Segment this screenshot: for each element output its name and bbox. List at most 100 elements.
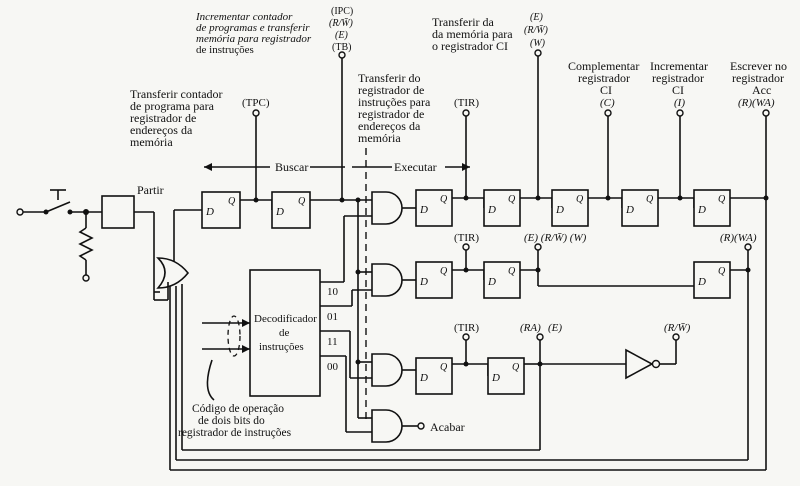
svg-text:memória: memória	[130, 135, 173, 149]
ff-row1-c: D Q	[551, 189, 589, 227]
svg-text:memória para registrador: memória para registrador	[196, 33, 312, 45]
start-switch	[16, 189, 102, 216]
svg-text:Q: Q	[228, 196, 236, 207]
svg-text:Decodificador: Decodificador	[254, 313, 317, 325]
svg-text:11: 11	[327, 336, 338, 348]
svg-text:D: D	[697, 276, 706, 288]
svg-text:endereços da: endereços da	[358, 119, 421, 133]
svg-text:registrador de: registrador de	[358, 83, 424, 97]
ff-row1-d: D Q	[621, 189, 659, 227]
svg-text:D: D	[275, 206, 284, 218]
svg-text:01: 01	[327, 311, 338, 323]
svg-text:D: D	[697, 204, 706, 216]
signal-tir-row3: (TIR)	[454, 322, 479, 334]
svg-text:(E): (E)	[548, 322, 562, 334]
svg-text:D: D	[419, 204, 428, 216]
svg-text:Complementar: Complementar	[568, 59, 639, 73]
svg-text:Acc: Acc	[752, 83, 771, 97]
svg-text:D: D	[487, 276, 496, 288]
svg-text:Transferir contador: Transferir contador	[130, 87, 223, 101]
mem-ci-description: Transferir da da memória para o registra…	[432, 15, 513, 53]
instruction-decoder	[249, 269, 321, 397]
svg-text:Q: Q	[440, 194, 448, 205]
svg-text:Incrementar: Incrementar	[650, 59, 708, 73]
executar-label: Executar	[394, 160, 437, 174]
svg-text:registrador: registrador	[652, 71, 704, 85]
ff-row3-a: D Q	[415, 357, 453, 395]
ff-row1-a: D Q	[415, 189, 453, 227]
svg-text:Transferir do: Transferir do	[358, 71, 421, 85]
svg-text:Q: Q	[440, 362, 448, 373]
svg-text:D: D	[205, 206, 214, 218]
signal-tpc: (TPC)	[242, 97, 270, 109]
inverter	[625, 348, 654, 380]
svg-text:Q: Q	[576, 194, 584, 205]
svg-text:memória: memória	[358, 131, 401, 145]
tir-description: Transferir do registrador de instruções …	[358, 71, 431, 145]
and-gate-11	[371, 353, 403, 387]
svg-text:de programa para: de programa para	[130, 99, 215, 113]
svg-text:registrador de instruções: registrador de instruções	[178, 427, 292, 439]
svg-text:(E): (E)	[530, 12, 543, 23]
debounce-block	[101, 195, 135, 229]
svg-text:CI: CI	[600, 83, 612, 97]
svg-text:D: D	[419, 372, 428, 384]
svg-text:registrador de: registrador de	[130, 111, 196, 125]
svg-text:(R/W̄): (R/W̄)	[329, 17, 354, 29]
signal-r-wa-top: (R)(WA)	[738, 97, 775, 109]
svg-text:de instruções: de instruções	[196, 44, 254, 56]
signal-tb: (TB)	[332, 42, 351, 53]
and-gate-00	[371, 409, 403, 443]
ff-row1-b: D Q	[483, 189, 521, 227]
signal-ipc: (IPC)	[331, 6, 353, 17]
ff-1: D Q	[201, 191, 241, 229]
svg-text:10: 10	[327, 286, 339, 298]
svg-text:instruções para: instruções para	[358, 95, 431, 109]
svg-text:CI: CI	[672, 83, 684, 97]
tpc-description: Transferir contador de programa para reg…	[130, 87, 223, 149]
acc-description: Escrever no registrador Acc	[730, 59, 787, 97]
ff-row1-e: D Q	[693, 189, 731, 227]
svg-text:de dois bits do: de dois bits do	[198, 415, 265, 427]
signal-i: (I)	[674, 97, 685, 109]
svg-text:D: D	[625, 204, 634, 216]
ff-row2-c: D Q	[693, 261, 731, 299]
svg-text:registrador: registrador	[578, 71, 630, 85]
svg-text:registrador de: registrador de	[358, 107, 424, 121]
svg-text:Q: Q	[646, 194, 654, 205]
buscar-label: Buscar	[275, 160, 308, 174]
svg-text:(E): (E)	[335, 30, 348, 41]
ff-row3-b: D Q	[487, 357, 525, 395]
svg-text:Incrementar contador: Incrementar contador	[195, 11, 293, 23]
svg-text:instruções: instruções	[259, 341, 304, 353]
complement-description: Complementar registrador CI	[568, 59, 639, 97]
svg-text:D: D	[555, 204, 564, 216]
opcode-note: Código de operação	[192, 403, 284, 415]
svg-text:Q: Q	[718, 194, 726, 205]
ff-2: D Q	[271, 191, 311, 229]
and-gate-01	[371, 263, 403, 297]
acabar-label: Acabar	[430, 420, 465, 434]
svg-text:de: de	[279, 327, 290, 339]
svg-text:Q: Q	[512, 362, 520, 373]
svg-text:Q: Q	[440, 266, 448, 277]
svg-text:D: D	[419, 276, 428, 288]
svg-text:Q: Q	[718, 266, 726, 277]
svg-text:endereços da: endereços da	[130, 123, 193, 137]
increment-description: Incrementar registrador CI	[650, 59, 708, 97]
partir-label: Partir	[137, 183, 164, 197]
signal-c: (C)	[600, 97, 615, 109]
svg-text:da memória para: da memória para	[432, 27, 513, 41]
signal-tir-row2: (TIR)	[454, 232, 479, 244]
signal-rw-row3: (R/W̄)	[664, 322, 691, 334]
signal-e-rw-w: (E) (R/W̄) (W)	[524, 232, 587, 244]
svg-text:de programas e transferir: de programas e transferir	[196, 22, 310, 34]
svg-text:Q: Q	[508, 194, 516, 205]
svg-text:D: D	[487, 204, 496, 216]
svg-text:00: 00	[327, 361, 339, 373]
svg-text:(R/W̄): (R/W̄)	[524, 24, 549, 36]
svg-text:o registrador CI: o registrador CI	[432, 39, 508, 53]
svg-text:D: D	[491, 372, 500, 384]
